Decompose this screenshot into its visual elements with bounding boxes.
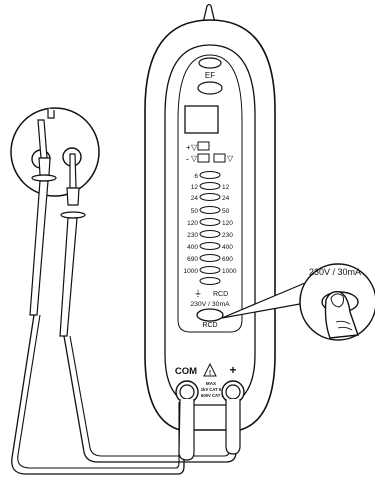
probe-left: [29, 119, 57, 316]
led-1000: [199, 266, 221, 274]
outlet-notch: [47, 108, 55, 119]
test-button-caption: 230V / 30mA: [190, 301, 230, 308]
warning-triangle-icon: [203, 362, 217, 377]
voltage-label-right: 1000: [222, 268, 237, 275]
phase-symbol-icon: ▽: [227, 154, 234, 163]
led-120: [199, 218, 221, 226]
com-plug-shaft: [178, 398, 195, 461]
test-lead-plus: [63, 335, 237, 463]
warning-mark: !: [209, 370, 211, 377]
max-rating-line1: MAX: [206, 381, 217, 386]
led-24: [199, 193, 221, 201]
test-lead-com: [11, 314, 185, 475]
plus-plug[interactable]: [225, 384, 241, 400]
voltage-label-left: 1000: [184, 268, 199, 275]
lcd-display: [184, 105, 219, 134]
minus-indicator-light: [197, 153, 210, 163]
voltage-label-left: 230: [187, 232, 198, 239]
led-50: [199, 206, 221, 214]
phase-indicator-light: [213, 153, 226, 163]
max-rating-line2: 1kV CAT II: [201, 387, 221, 392]
ef-label: EF: [205, 71, 215, 80]
voltage-label-right: 12: [222, 184, 230, 191]
voltage-label-right: 24: [222, 195, 230, 202]
led-230: [199, 230, 221, 238]
wall-outlet: [10, 107, 100, 197]
led-blank: [199, 277, 221, 285]
upper-button[interactable]: [198, 57, 222, 69]
rcd-test-button[interactable]: [196, 308, 224, 322]
voltage-ladder: 6 12 12 24 24 50 50 120 120 230 230 400 …: [184, 171, 237, 285]
com-label: COM: [175, 366, 197, 377]
minus-indicator-label: -: [186, 154, 189, 164]
voltage-label-right: 50: [222, 208, 230, 215]
plus-terminal-label: +: [229, 363, 236, 377]
voltage-label-left: 24: [191, 195, 199, 202]
plus-indicator-label: +: [186, 143, 191, 152]
voltage-label-left: 120: [187, 220, 198, 227]
led-690: [199, 254, 221, 262]
test-lead-com-inner: [17, 314, 180, 469]
rcd-label: RCD: [213, 291, 228, 298]
plus-indicator-light: [197, 141, 210, 151]
plus-plug-shaft: [225, 399, 241, 455]
probe-right: [59, 153, 86, 337]
voltage-label-right: 690: [222, 256, 233, 263]
voltage-label-left: 50: [191, 208, 199, 215]
voltage-label-right: 400: [222, 244, 233, 251]
ground-symbol-icon: ⏚: [194, 289, 202, 298]
voltage-label-left: 6: [194, 173, 198, 180]
callout-label: 230V / 30mA: [309, 267, 361, 277]
voltage-label-left: 690: [187, 256, 198, 263]
voltage-label-left: 12: [191, 184, 199, 191]
fingernail: [330, 293, 344, 308]
polarity-symbol-icon: ▽: [191, 143, 198, 152]
finger-crease: [335, 320, 353, 331]
probe-tip: [202, 3, 216, 24]
led-6: [199, 171, 221, 179]
voltage-label-right: 120: [222, 220, 233, 227]
led-12: [199, 182, 221, 190]
com-plug[interactable]: [179, 384, 195, 400]
ef-button[interactable]: [197, 81, 223, 95]
rcd-button-label: RCD: [202, 322, 217, 329]
voltage-label-right: 230: [222, 232, 233, 239]
voltage-label-left: 400: [187, 244, 198, 251]
led-400: [199, 242, 221, 250]
polarity-symbol-icon: ▽: [191, 154, 198, 163]
max-rating-line3: 600V CAT III: [201, 393, 225, 398]
